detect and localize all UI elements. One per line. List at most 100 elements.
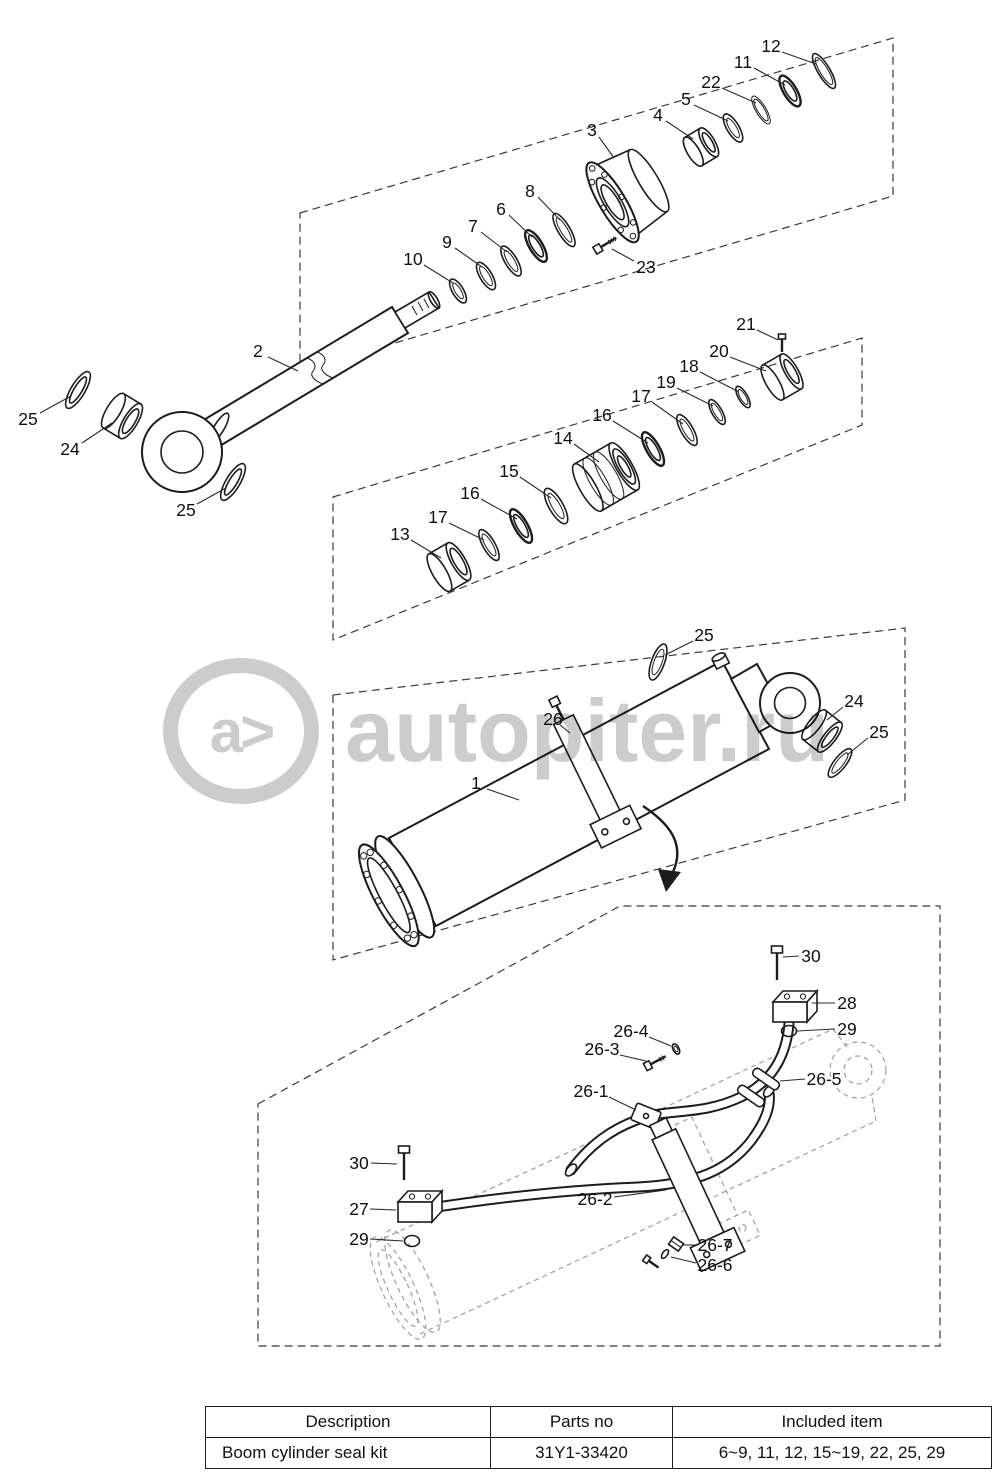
part-24-bushing (800, 709, 844, 753)
part-8-ring (552, 212, 576, 248)
callout-leader-26-1 (608, 1096, 637, 1111)
callout-label-17: 17 (428, 507, 447, 527)
callout-label-11: 11 (734, 52, 752, 72)
part-7-ring (500, 245, 522, 277)
callout-leader-25 (39, 395, 72, 414)
callout-label-16: 16 (592, 405, 611, 425)
part-26-1-clamp-block (630, 1102, 662, 1130)
callout-label-26: 26 (543, 709, 562, 729)
callout-leader-12 (781, 51, 817, 65)
part-10-ring (448, 278, 468, 304)
part-26-clamp (547, 695, 643, 850)
callout-leader-16 (480, 498, 518, 520)
part-11-ring (778, 74, 802, 108)
callout-label-25: 25 (176, 500, 195, 520)
callout-leader-26 (559, 724, 571, 734)
callout-leader-29 (796, 1028, 836, 1032)
detail-arrow (642, 805, 681, 892)
callout-label-25: 25 (694, 625, 713, 645)
callout-leader-11 (753, 67, 786, 86)
callout-label-4: 4 (653, 105, 663, 125)
callout-label-21: 21 (736, 314, 755, 334)
part-17-ring (478, 528, 500, 562)
part-6-ring (523, 229, 549, 263)
part-3-gland (585, 148, 670, 244)
callout-leader-24 (826, 706, 844, 721)
callout-label-8: 8 (525, 181, 535, 201)
callout-leader-10 (423, 264, 454, 284)
part-9-ring (475, 261, 497, 291)
part-23-bolt (591, 236, 617, 256)
callout-label-20: 20 (709, 341, 729, 361)
callout-label-26-4: 26-4 (613, 1021, 648, 1041)
callout-leader-9 (454, 247, 483, 268)
callout-leader-6 (508, 214, 533, 238)
callout-label-6: 6 (496, 199, 506, 219)
callout-label-14: 14 (553, 428, 573, 448)
part-26-5-pin (751, 1067, 781, 1091)
callout-label-27: 27 (349, 1199, 368, 1219)
part-26-4-washer (671, 1043, 681, 1055)
callout-label-18: 18 (679, 356, 698, 376)
table-row: Boom cylinder seal kit 31Y1-33420 6~9, 1… (205, 1437, 992, 1469)
callout-leader-25 (846, 737, 869, 756)
callout-leader-5 (693, 104, 729, 122)
callout-leader-25 (664, 640, 694, 656)
part-25-ring (64, 370, 92, 410)
part-21-bolt (777, 333, 787, 352)
callout-label-17: 17 (631, 386, 650, 406)
part-14-piston (571, 441, 641, 513)
callout-label-1: 1 (471, 773, 481, 793)
callout-leader-23 (611, 248, 635, 262)
part-25-ring (827, 747, 853, 779)
part-5-ring (722, 113, 744, 143)
part-4-collar (682, 127, 720, 167)
callout-leader-26-4 (648, 1036, 672, 1047)
part-26-7-nut (667, 1235, 685, 1253)
part-24-bushing (100, 392, 144, 440)
callout-label-26-1: 26-1 (573, 1081, 608, 1101)
callout-label-13: 13 (390, 524, 409, 544)
callout-leader-19 (676, 387, 714, 407)
callout-leader-3 (598, 136, 615, 159)
part-12-ring (811, 52, 837, 90)
section-box-piston (332, 337, 863, 641)
table-cell-parts-no: 31Y1-33420 (490, 1437, 673, 1469)
callout-leader-4 (665, 120, 694, 140)
callout-label-25: 25 (18, 409, 37, 429)
table-header-description: Description (205, 1406, 491, 1438)
callout-label-28: 28 (837, 993, 856, 1013)
callout-label-26-6: 26-6 (697, 1255, 732, 1275)
part-26-6-bolt (641, 1253, 660, 1269)
callout-leader-26-6 (670, 1256, 697, 1264)
part-27-block (396, 1188, 444, 1225)
callout-label-29: 29 (837, 1019, 856, 1039)
table-header-row: Description Parts no Included item (205, 1406, 992, 1438)
part-30-bolt (770, 945, 784, 980)
part-26-2-clamp-band (648, 1116, 746, 1273)
callout-label-5: 5 (681, 89, 691, 109)
callout-label-23: 23 (636, 257, 655, 277)
part-18-ring (735, 385, 751, 409)
callout-leader-15 (519, 476, 552, 499)
callout-leader-1 (486, 788, 520, 801)
callout-leader-25 (196, 487, 227, 505)
part-20-bushing (760, 353, 804, 401)
callout-leader-26-2 (613, 1189, 667, 1198)
callout-label-3: 3 (587, 120, 597, 140)
part-30-bolt (397, 1145, 411, 1180)
part-26-5-pin (736, 1084, 766, 1108)
callout-label-26-3: 26-3 (584, 1039, 619, 1059)
callout-leader-8 (537, 196, 561, 221)
table-cell-included-item: 6~9, 11, 12, 15~19, 22, 25, 29 (672, 1437, 992, 1469)
parts-table: Description Parts no Included item Boom … (205, 1406, 992, 1469)
callout-label-30: 30 (801, 946, 821, 966)
part-25-ring (648, 643, 668, 681)
callout-leader-17 (651, 401, 684, 425)
callout-label-22: 22 (701, 72, 720, 92)
section-box-rod (299, 37, 894, 372)
callout-label-10: 10 (403, 249, 423, 269)
callout-label-19: 19 (656, 372, 675, 392)
part-29-oring (403, 1234, 421, 1248)
